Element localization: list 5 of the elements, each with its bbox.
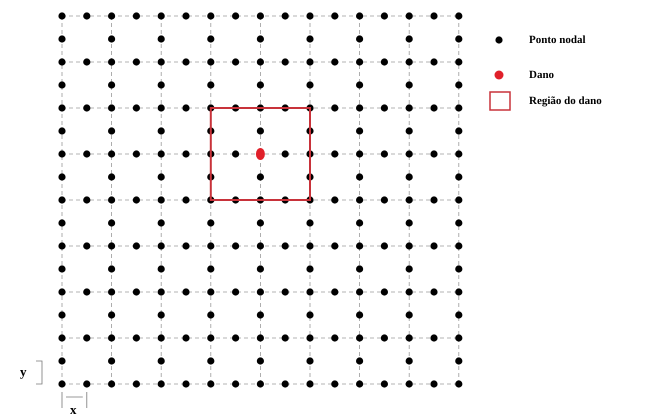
axis-label: y — [20, 365, 26, 379]
legend-label: Ponto nodal — [529, 33, 586, 47]
legend-label: Dano — [529, 68, 554, 82]
axis-label: x — [70, 403, 76, 417]
legend-label: Região do dano — [529, 94, 602, 108]
